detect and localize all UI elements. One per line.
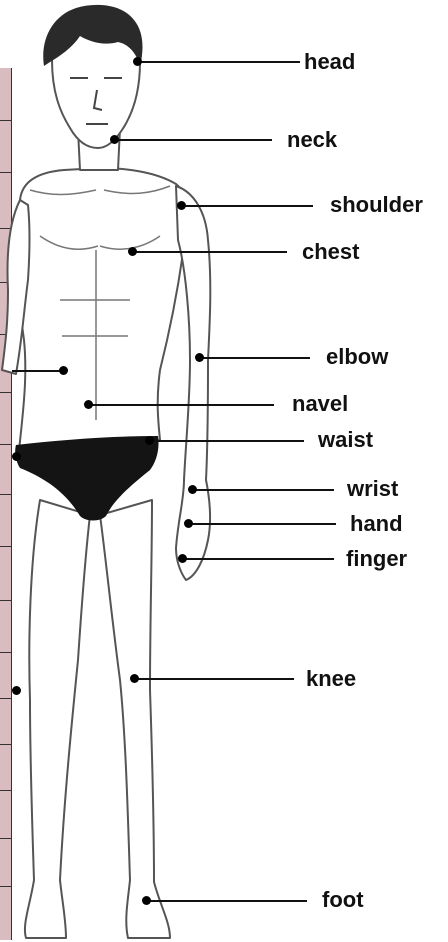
shoulder-line (182, 205, 313, 207)
label-chest: chest (302, 241, 359, 263)
finger-dot (178, 554, 187, 563)
label-hand: hand (350, 513, 403, 535)
head-dot (133, 57, 142, 66)
right-leg (100, 500, 170, 938)
foot-dot (142, 896, 151, 905)
label-head: head (304, 51, 355, 73)
finger-line (182, 558, 334, 560)
left-leg (25, 500, 90, 938)
chest-dot (128, 247, 137, 256)
shoulder-dot (177, 201, 186, 210)
side-line (12, 370, 64, 372)
label-navel: navel (292, 393, 348, 415)
elbow-line (199, 357, 310, 359)
label-elbow: elbow (326, 346, 388, 368)
neck-line (115, 139, 272, 141)
waist-dot (145, 436, 154, 445)
left-knee-dot (12, 686, 21, 695)
navel-line (88, 404, 274, 406)
knee-dot (130, 674, 139, 683)
neck-dot (110, 135, 119, 144)
label-neck: neck (287, 129, 337, 151)
right-arm (176, 186, 210, 580)
label-knee: knee (306, 668, 356, 690)
knee-line (134, 678, 294, 680)
chest-line (132, 251, 287, 253)
wrist-dot (188, 485, 197, 494)
elbow-dot (195, 353, 204, 362)
label-wrist: wrist (347, 478, 398, 500)
label-foot: foot (322, 889, 364, 911)
foot-line (147, 900, 307, 902)
hand-dot (184, 519, 193, 528)
left-hip-dot (12, 452, 21, 461)
side-dot (59, 366, 68, 375)
label-shoulder: shoulder (330, 194, 423, 216)
wrist-line (192, 489, 334, 491)
torso (18, 168, 188, 460)
hand-line (188, 523, 336, 525)
navel-dot (84, 400, 93, 409)
head-line (137, 61, 300, 63)
waist-line (150, 440, 304, 442)
label-waist: waist (318, 429, 373, 451)
label-finger: finger (346, 548, 407, 570)
